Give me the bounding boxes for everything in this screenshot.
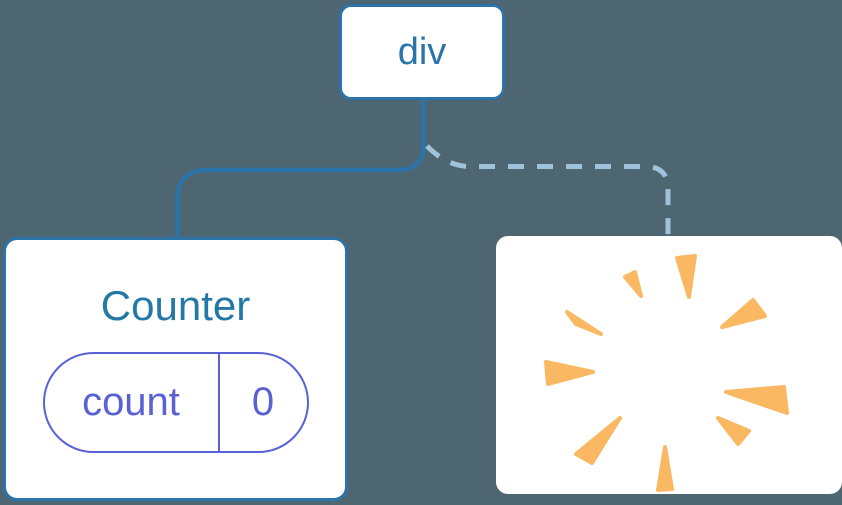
removed-component-card	[496, 236, 842, 494]
state-value: 0	[251, 380, 275, 425]
poof-icon	[544, 254, 789, 492]
counter-component-card: Counter count 0	[3, 237, 348, 501]
root-node: div	[339, 4, 505, 100]
state-pill: count 0	[42, 352, 309, 454]
connector-dashed-edge	[425, 144, 671, 238]
root-node-label: div	[397, 30, 447, 73]
component-title: Counter	[100, 282, 251, 329]
connector-solid-edge	[175, 98, 426, 239]
state-name: count	[45, 354, 220, 452]
